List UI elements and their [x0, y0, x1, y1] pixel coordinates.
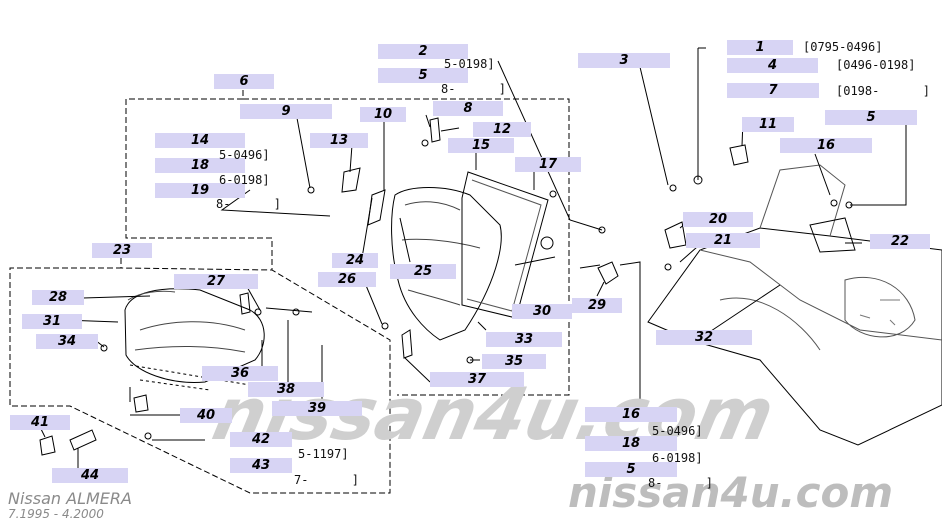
- callout-23[interactable]: 23: [92, 243, 152, 258]
- callout-44[interactable]: 44: [52, 468, 128, 483]
- callout-29[interactable]: 29: [572, 298, 622, 313]
- seat-back-shape: [391, 187, 502, 341]
- callout-19[interactable]: 19: [155, 183, 245, 198]
- callout-20[interactable]: 20: [683, 212, 753, 227]
- note-5-0496-left: 5-0496]: [219, 148, 270, 162]
- note-0198-open: [0198- ]: [836, 84, 930, 98]
- callout-14[interactable]: 14: [155, 133, 245, 148]
- part-37: [401, 329, 413, 359]
- callout-16-bottom[interactable]: 16: [585, 407, 677, 422]
- callout-12[interactable]: 12: [473, 122, 531, 137]
- callout-4[interactable]: 4: [727, 58, 818, 73]
- part-30: [540, 236, 554, 250]
- callout-1[interactable]: 1: [727, 40, 793, 55]
- note-6-0198-bottom: 6-0198]: [652, 451, 703, 465]
- callout-38[interactable]: 38: [248, 382, 324, 397]
- callout-25[interactable]: 25: [390, 264, 456, 279]
- callout-22[interactable]: 22: [870, 234, 930, 249]
- callout-16-right[interactable]: 16: [780, 138, 872, 153]
- callout-36[interactable]: 36: [202, 366, 278, 381]
- callout-31[interactable]: 31: [22, 314, 82, 329]
- note-7-open: 7- ]: [294, 473, 360, 487]
- callout-26[interactable]: 26: [318, 272, 376, 287]
- group-23-frame: [9, 258, 391, 494]
- hinge-part-13: [341, 167, 361, 193]
- part-22: [809, 217, 856, 253]
- callout-28[interactable]: 28: [32, 290, 84, 305]
- callout-5-top[interactable]: 5: [378, 68, 468, 83]
- note-8-open-bottom: 8- ]: [648, 476, 714, 490]
- callout-41[interactable]: 41: [10, 415, 70, 430]
- callout-10[interactable]: 10: [360, 107, 406, 122]
- callout-40[interactable]: 40: [180, 408, 232, 423]
- callout-30[interactable]: 30: [512, 304, 572, 319]
- callout-33[interactable]: 33: [486, 332, 562, 347]
- callout-43[interactable]: 43: [230, 458, 292, 473]
- callout-24[interactable]: 24: [332, 253, 378, 268]
- callout-7[interactable]: 7: [727, 83, 819, 98]
- callout-5-bottom[interactable]: 5: [585, 462, 677, 477]
- callout-37[interactable]: 37: [430, 372, 524, 387]
- callout-39[interactable]: 39: [272, 401, 362, 416]
- part-44: [69, 429, 97, 451]
- part-11: [729, 144, 749, 166]
- group-6-frame: [125, 90, 273, 270]
- note-8-open-left: 8- ]: [216, 197, 282, 211]
- callout-27[interactable]: 27: [174, 274, 258, 289]
- callout-35[interactable]: 35: [482, 354, 546, 369]
- note-0496-0198: [0496-0198]: [836, 58, 916, 72]
- part-29: [597, 261, 619, 285]
- seat-back-board: [461, 171, 549, 319]
- note-5-1197: 5-1197]: [298, 447, 349, 461]
- callout-18-left[interactable]: 18: [155, 158, 245, 173]
- part-41: [39, 435, 56, 456]
- callout-2[interactable]: 2: [378, 44, 468, 59]
- group-6-frame-right: [243, 98, 570, 396]
- note-0795-0496: [0795-0496]: [803, 40, 883, 54]
- callout-8[interactable]: 8: [433, 101, 503, 116]
- callout-6[interactable]: 6: [214, 74, 274, 89]
- note-5-0496-bottom: 5-0496]: [652, 424, 703, 438]
- callout-3[interactable]: 3: [578, 53, 670, 68]
- callout-42[interactable]: 42: [230, 432, 292, 447]
- callout-13[interactable]: 13: [310, 133, 368, 148]
- note-6-0198-left: 6-0198]: [219, 173, 270, 187]
- callout-21[interactable]: 21: [686, 233, 760, 248]
- seat-cushion-shape: [124, 288, 265, 383]
- callout-18-bottom[interactable]: 18: [585, 436, 677, 451]
- callout-11[interactable]: 11: [742, 117, 794, 132]
- production-years: 7.1995 - 4.2000: [8, 507, 104, 521]
- callout-15[interactable]: 15: [448, 138, 514, 153]
- note-8-open: 8- ]: [441, 82, 507, 96]
- part-27: [239, 292, 251, 315]
- callout-5-right[interactable]: 5: [825, 110, 917, 125]
- note-5-0198: 5-0198]: [444, 57, 495, 71]
- callout-17[interactable]: 17: [515, 157, 581, 172]
- part-12: [429, 117, 441, 143]
- callout-32[interactable]: 32: [656, 330, 752, 345]
- model-name: Nissan ALMERA: [8, 489, 132, 508]
- callout-9[interactable]: 9: [240, 104, 332, 119]
- part-40: [133, 394, 149, 413]
- callout-34[interactable]: 34: [36, 334, 98, 349]
